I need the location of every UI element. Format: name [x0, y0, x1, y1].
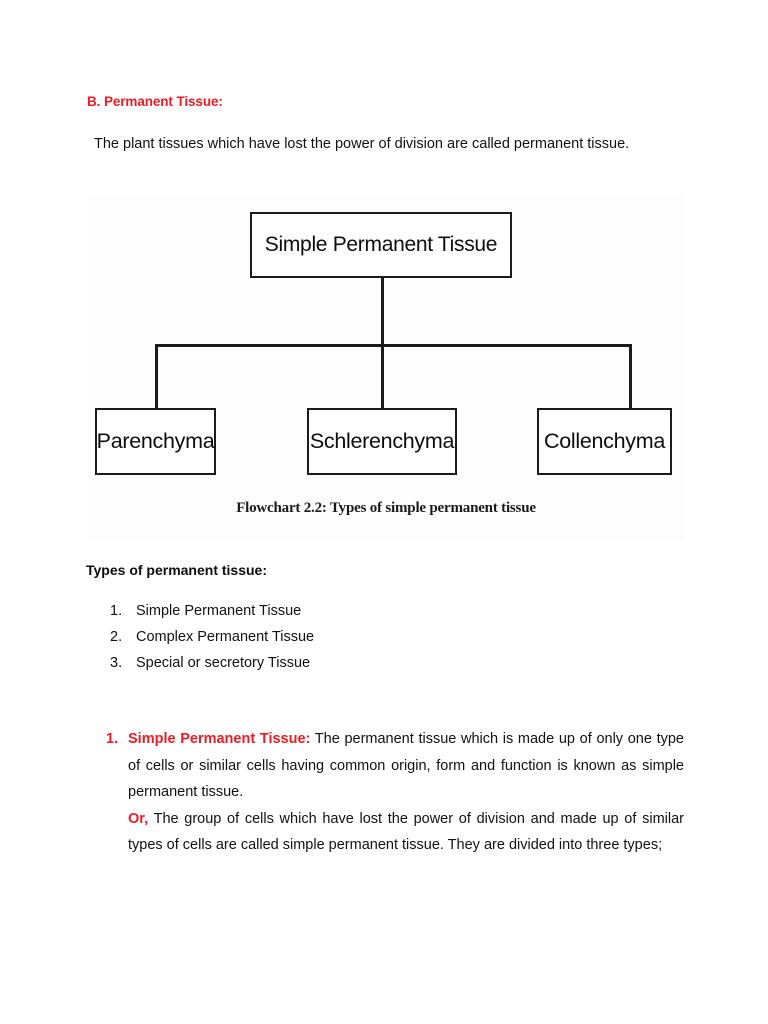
flowchart-node-root: Simple Permanent Tissue	[250, 212, 512, 278]
types-list: 1. Simple Permanent Tissue 2. Complex Pe…	[110, 598, 530, 676]
list-item: 1. Simple Permanent Tissue	[110, 598, 530, 624]
list-item-number: 1.	[110, 603, 123, 619]
section-heading: B. Permanent Tissue:	[87, 94, 223, 109]
flowchart-figure: Simple Permanent Tissue Parenchyma Schle…	[88, 193, 684, 541]
definition-number: 1.	[106, 731, 119, 747]
definition-block: 1. Simple Permanent Tissue: The permanen…	[106, 726, 684, 859]
types-heading: Types of permanent tissue:	[86, 562, 268, 578]
definition-term: Simple Permanent Tissue:	[128, 731, 311, 747]
list-item-number: 3.	[110, 655, 123, 671]
definition-or-label: Or,	[128, 810, 149, 827]
flowchart-canvas: Simple Permanent Tissue Parenchyma Schle…	[88, 193, 684, 541]
definition-or-text: The group of cells which have lost the p…	[128, 810, 684, 854]
definition-alternate: Or, The group of cells which have lost t…	[128, 806, 684, 859]
flowchart-node-parenchyma: Parenchyma	[95, 408, 216, 475]
figure-caption: Flowchart 2.2: Types of simple permanent…	[236, 500, 536, 516]
connector-root-stem	[381, 278, 384, 346]
connector-horizontal-bar	[155, 344, 632, 347]
definition-body: Simple Permanent Tissue: The permanent t…	[128, 726, 684, 859]
list-item-label: Complex Permanent Tissue	[136, 629, 315, 645]
list-item-label: Simple Permanent Tissue	[136, 603, 302, 619]
definition-row: 1. Simple Permanent Tissue: The permanen…	[106, 726, 684, 859]
list-item-label: Special or secretory Tissue	[136, 655, 311, 671]
list-item: 2. Complex Permanent Tissue	[110, 624, 530, 650]
flowchart-node-collenchyma: Collenchyma	[537, 408, 672, 475]
connector-drop-collenchyma	[629, 344, 632, 410]
connector-drop-schlerenchyma	[381, 344, 384, 410]
flowchart-node-schlerenchyma: Schlerenchyma	[307, 408, 457, 475]
list-item-number: 2.	[110, 629, 123, 645]
definition-text: The permanent tissue which is made up of…	[128, 731, 684, 800]
connector-drop-parenchyma	[155, 344, 158, 410]
intro-paragraph: The plant tissues which have lost the po…	[94, 136, 630, 152]
list-item: 3. Special or secretory Tissue	[110, 650, 530, 676]
